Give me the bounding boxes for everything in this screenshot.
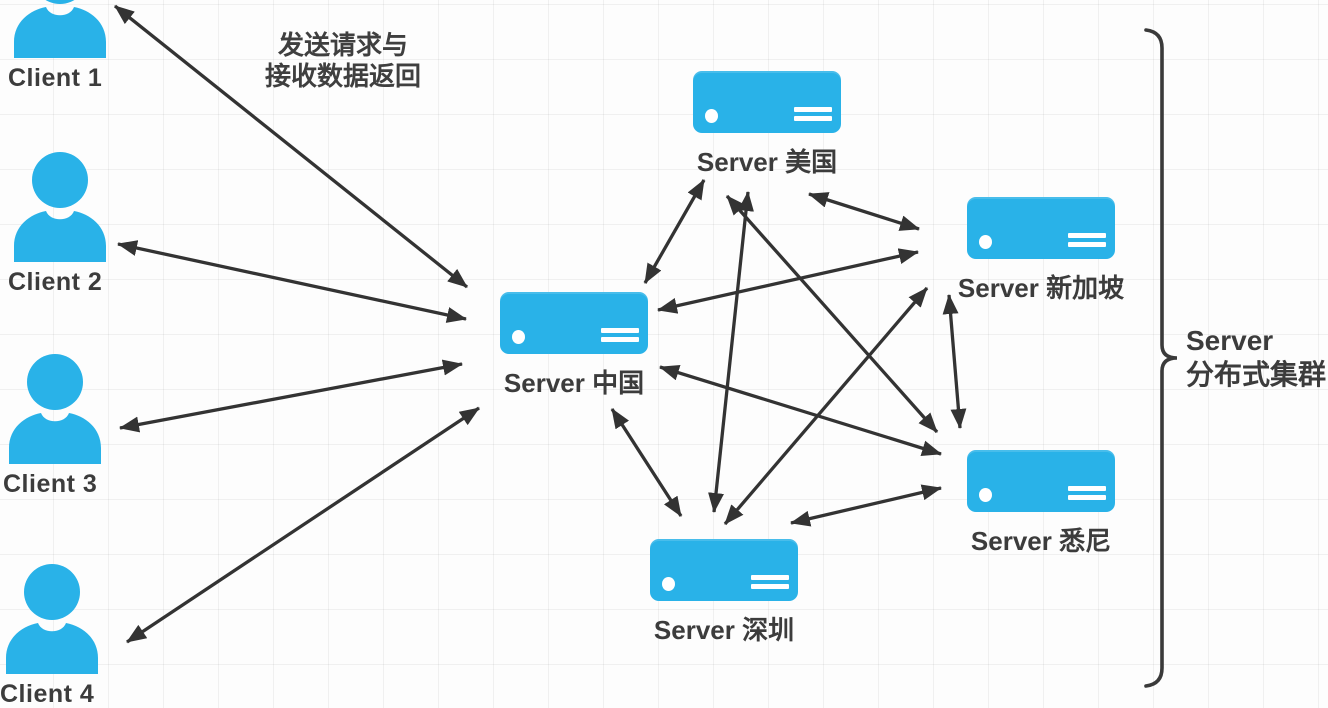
- client-label: Client 1: [8, 64, 103, 92]
- edge-sg-sy: [942, 294, 967, 429]
- cluster-label-line-2: 分布式集群: [1186, 359, 1327, 390]
- server-vent-lines: [1068, 229, 1106, 247]
- edge-cn-us: [643, 179, 706, 284]
- server-icon: [967, 197, 1115, 259]
- server-label: Server 新加坡: [957, 273, 1125, 303]
- cluster-brace: [1144, 28, 1178, 688]
- server-led-dot: [979, 488, 992, 502]
- server-icon: [967, 450, 1115, 512]
- server-led-dot: [662, 577, 675, 591]
- client-node-2: Client 2: [8, 150, 112, 297]
- server-node-usa: Server 美国: [683, 71, 851, 179]
- edge-cn-sz: [610, 408, 683, 517]
- client-node-3: Client 3: [3, 352, 107, 499]
- client-node-4: Client 4: [0, 562, 104, 708]
- edge-us-sz: [708, 191, 754, 513]
- server-vent-lines: [601, 324, 639, 342]
- person-icon: [14, 152, 106, 262]
- client-label: Client 4: [0, 680, 95, 708]
- server-node-sydney: Server 悉尼: [957, 450, 1125, 558]
- edge-us-sg: [808, 192, 920, 231]
- person-icon: [6, 564, 98, 674]
- server-led-dot: [512, 330, 525, 344]
- edge-cn-sy: [659, 364, 942, 457]
- server-label: Server 深圳: [653, 615, 795, 645]
- cluster-label: Server 分布式集群: [1186, 324, 1326, 392]
- cluster-label-line-1: Server: [1186, 325, 1274, 356]
- server-label: Server 中国: [503, 368, 645, 398]
- server-node-china: Server 中国: [490, 292, 658, 400]
- server-node-shenzhen: Server 深圳: [640, 539, 808, 647]
- server-vent-lines: [794, 103, 832, 121]
- server-icon: [500, 292, 648, 354]
- server-led-dot: [979, 235, 992, 249]
- edge-sg-sz: [723, 286, 929, 526]
- server-icon: [650, 539, 798, 601]
- server-node-singapore: Server 新加坡: [957, 197, 1125, 305]
- edge-client2-cn: [117, 240, 467, 323]
- client-node-1: Client 1: [8, 0, 112, 93]
- server-label: Server 美国: [696, 147, 838, 177]
- server-icon: [693, 71, 841, 133]
- edge-client4-cn: [126, 406, 480, 644]
- client-label: Client 2: [8, 268, 103, 296]
- annotation-line-2: 接收数据返回: [264, 61, 421, 91]
- server-led-dot: [705, 109, 718, 123]
- server-vent-lines: [1068, 482, 1106, 500]
- person-icon: [14, 0, 106, 58]
- annotation-line-1: 发送请求与: [277, 30, 408, 60]
- edge-cn-sg: [657, 248, 919, 314]
- edge-us-sy: [725, 194, 939, 434]
- request-annotation: 发送请求与 接收数据返回: [262, 30, 424, 92]
- client-label: Client 3: [3, 470, 98, 498]
- edge-sy-sz: [790, 484, 942, 527]
- server-vent-lines: [751, 571, 789, 589]
- person-icon: [9, 354, 101, 464]
- server-label: Server 悉尼: [970, 526, 1112, 556]
- edge-client3-cn: [119, 359, 463, 433]
